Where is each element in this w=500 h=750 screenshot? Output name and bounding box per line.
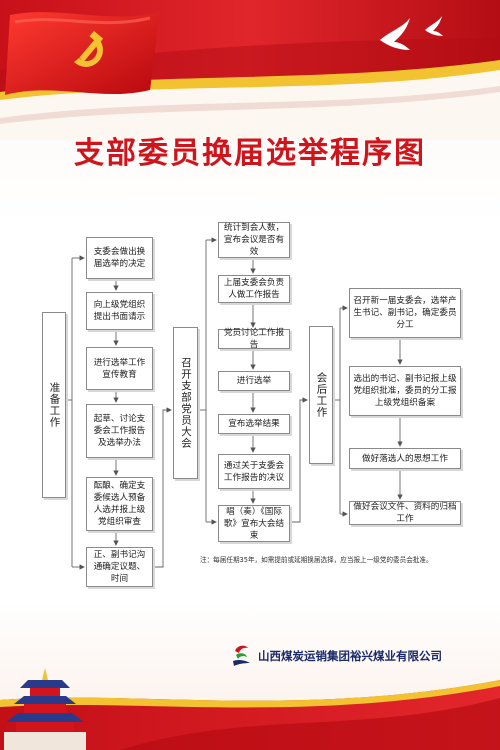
page-title: 支部委员换届选举程序图 — [74, 136, 426, 171]
step-prepare-3: 进行选举工作宣传教育 — [86, 347, 153, 390]
dove-icon — [380, 16, 443, 50]
section-after: 会后工作 — [309, 326, 333, 464]
step-prepare-1: 支委会做出换届选举的决定 — [86, 237, 153, 279]
step-prepare-6: 正、副书记沟通确定议题、时间 — [86, 547, 153, 587]
step-meeting-6: 通过关于支委会工作报告的决议 — [218, 454, 290, 489]
step-meeting-5: 宣布选举结果 — [218, 414, 290, 434]
bottom-banner — [0, 668, 500, 750]
section-meeting: 召开支部党员大会 — [173, 327, 198, 479]
footnote: 注：每届任期35年，如需提前或延期换届选择，应当报上一级党的委员会批准。 — [200, 556, 433, 564]
party-flag — [5, 12, 160, 95]
step-meeting-4: 进行选举 — [218, 371, 290, 391]
party-emblem-icon — [74, 30, 104, 67]
top-banner — [0, 0, 500, 140]
step-after-1: 召开新一届支委会，选举产生书记、副书记，确定委员分工 — [349, 288, 461, 338]
step-meeting-1: 统计到会人数，宣布会议是否有效 — [218, 222, 290, 258]
temple-of-heaven-icon — [4, 668, 86, 750]
step-meeting-7: 唱（奏）《国际歌》宣布大会结束 — [218, 505, 290, 542]
company-name: 山西煤炭运销集团裕兴煤业有限公司 — [258, 649, 442, 663]
step-meeting-2: 上届支委会负责人做工作报告 — [218, 275, 290, 303]
step-after-3: 做好落选人的思想工作 — [349, 448, 461, 469]
step-after-2: 选出的书记、副书记报上级党组织批准，委员的分工报上级党组织备案 — [349, 366, 461, 416]
step-meeting-3: 党员讨论工作报告 — [218, 328, 290, 350]
step-prepare-4: 起草、讨论支委会工作报告及选举办法 — [86, 404, 153, 458]
company-logo-icon — [233, 645, 250, 666]
section-prepare: 准备工作 — [42, 312, 66, 498]
step-prepare-5: 酝酿、确定支委候选人预备人选并报上级党组织审查 — [86, 477, 153, 531]
step-after-4: 做好会议文件、资料的归档工作 — [349, 501, 461, 525]
step-prepare-2: 向上级党组织提出书面请示 — [86, 292, 153, 330]
